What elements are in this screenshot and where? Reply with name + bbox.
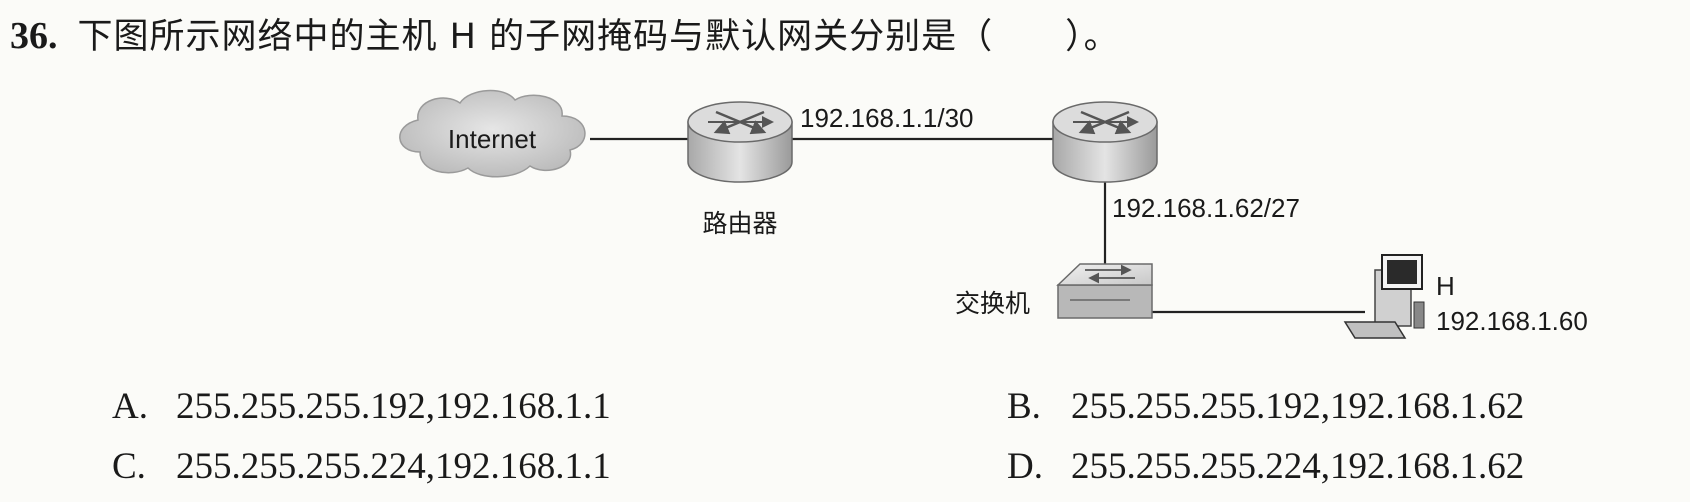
question-stem: 下图所示网络中的主机 H 的子网掩码与默认网关分别是（ ）。 (77, 17, 1120, 57)
router-icon (687, 101, 793, 183)
host-name-label: H (1436, 271, 1455, 301)
internet-cloud-icon (399, 89, 586, 178)
computer-icon (1343, 254, 1425, 339)
option-c-text: 255.255.255.224,192.168.1.1 (176, 446, 611, 487)
option-a-letter: A. (112, 386, 148, 427)
option-a-text: 255.255.255.192,192.168.1.1 (176, 386, 611, 427)
option-c[interactable]: C. 255.255.255.224,192.168.1.1 (112, 445, 611, 489)
link2-ip-label: 192.168.1.62/27 (1112, 193, 1300, 223)
router-icon-2 (1052, 101, 1158, 183)
host-ip-label: 192.168.1.60 (1436, 306, 1588, 336)
option-b[interactable]: B. 255.255.255.192,192.168.1.62 (1007, 385, 1524, 429)
internet-label: Internet (448, 124, 537, 154)
question-header: 36. 下图所示网络中的主机 H 的子网掩码与默认网关分别是（ ）。 (10, 12, 1120, 61)
switch-icon (1056, 263, 1153, 319)
option-a[interactable]: A. 255.255.255.192,192.168.1.1 (112, 385, 611, 429)
question-number: 36. (10, 15, 58, 57)
option-d-letter: D. (1007, 446, 1043, 487)
option-b-letter: B. (1007, 386, 1041, 427)
option-d-text: 255.255.255.224,192.168.1.62 (1071, 446, 1525, 487)
option-d[interactable]: D. 255.255.255.224,192.168.1.62 (1007, 445, 1524, 489)
option-c-letter: C. (112, 446, 146, 487)
router-label: 路由器 (702, 209, 777, 238)
option-b-text: 255.255.255.192,192.168.1.62 (1071, 386, 1525, 427)
switch-label: 交换机 (955, 289, 1030, 318)
link1-ip-label: 192.168.1.1/30 (800, 103, 974, 133)
